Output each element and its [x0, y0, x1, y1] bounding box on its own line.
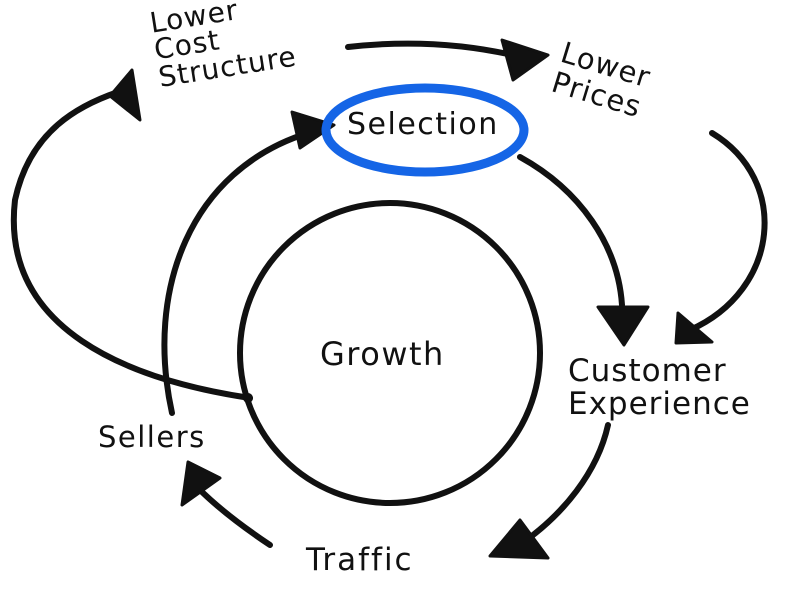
- arrow-experience-to-traffic: [512, 422, 611, 551]
- selection-label: Selection: [347, 107, 499, 142]
- growth-label: Growth: [320, 335, 445, 373]
- customer-experience-line-1: Customer: [568, 353, 727, 389]
- arrowhead-experience-top: [596, 305, 650, 347]
- arrow-prices-to-experience: [687, 130, 768, 333]
- sellers-label: Sellers: [98, 420, 206, 454]
- traffic-label: Traffic: [306, 542, 414, 578]
- junction-dot: [243, 393, 253, 403]
- arrow-growth-to-cost: [10, 89, 253, 401]
- arrow-traffic-to-sellers: [195, 485, 273, 548]
- arrowhead-experience-right: [674, 311, 714, 345]
- arrowhead-selection: [290, 110, 336, 150]
- arrowhead-cost: [108, 68, 142, 122]
- arrowhead-traffic: [488, 518, 550, 560]
- growth-circle: [237, 200, 543, 506]
- arrowhead-prices: [500, 38, 550, 82]
- selection-highlight-ring: [321, 83, 529, 177]
- arrow-selection-to-experience: [517, 154, 625, 308]
- arrow-cost-to-prices: [345, 40, 528, 61]
- arrowhead-sellers: [180, 460, 222, 507]
- arrow-sellers-to-selection: [161, 130, 311, 416]
- customer-experience-label: Customer Experience: [568, 356, 751, 422]
- customer-experience-line-2: Experience: [568, 386, 751, 422]
